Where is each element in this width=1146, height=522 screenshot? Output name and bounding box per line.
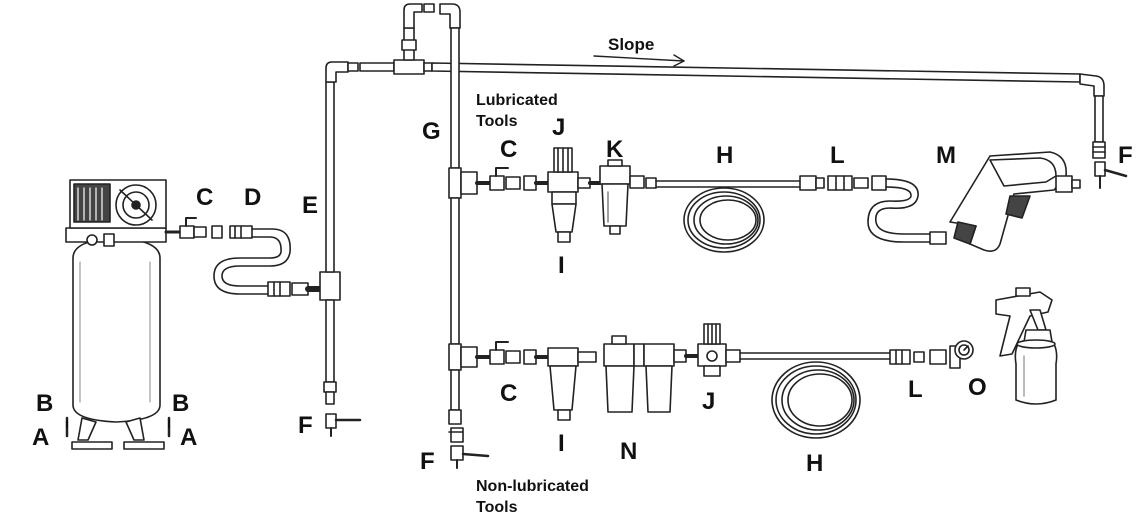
non-lubricated-tools-label: Non-lubricated Tools <box>476 476 589 518</box>
label-O: O <box>968 374 987 401</box>
label-I-nonlubricated: I <box>558 430 565 457</box>
lubricated-tools-line2: Tools <box>476 113 518 130</box>
label-A-left: A <box>32 424 50 451</box>
label-C-nonlubricated: C <box>500 380 518 407</box>
non-lubricated-tools-line1: Non-lubricated <box>476 478 589 495</box>
label-C-lubricated: C <box>500 136 518 163</box>
label-F-bottom: F <box>420 448 435 475</box>
label-A-right: A <box>180 424 198 451</box>
label-C-compressor: C <box>196 184 214 211</box>
label-B-right: B <box>172 390 190 417</box>
label-L-lubricated: L <box>830 142 845 169</box>
marker-A-left <box>66 420 68 428</box>
marker-A-right <box>168 420 170 428</box>
lubricated-tools-line1: Lubricated <box>476 92 558 109</box>
drop-pipe-G <box>448 27 490 469</box>
label-H-lubricated: H <box>716 142 734 169</box>
header-pipe <box>347 3 1128 189</box>
air-compressor <box>65 179 253 450</box>
label-D: D <box>244 184 262 211</box>
riser-pipe-E <box>319 61 362 437</box>
lubricated-branch <box>475 147 1081 253</box>
label-M: M <box>936 142 956 169</box>
label-G: G <box>422 118 441 145</box>
label-I-lubricated: I <box>558 252 565 279</box>
label-F-right: F <box>1118 142 1133 169</box>
lubricated-tools-label: Lubricated Tools <box>476 90 558 132</box>
label-L-nonlubricated: L <box>908 376 923 403</box>
label-E: E <box>302 192 319 219</box>
flexible-hose-D <box>213 228 323 297</box>
label-K: K <box>606 136 624 163</box>
label-J-nonlubricated: J <box>702 388 716 415</box>
label-H-nonlubricated: H <box>806 450 824 477</box>
label-F-compressor: F <box>298 412 313 439</box>
non-lubricated-tools-line2: Tools <box>476 499 518 516</box>
non-lubricated-branch <box>475 287 1058 439</box>
slope-label: Slope <box>608 35 655 54</box>
label-J-lubricated: J <box>552 114 566 141</box>
label-N: N <box>620 438 638 465</box>
label-B-left: B <box>36 390 54 417</box>
